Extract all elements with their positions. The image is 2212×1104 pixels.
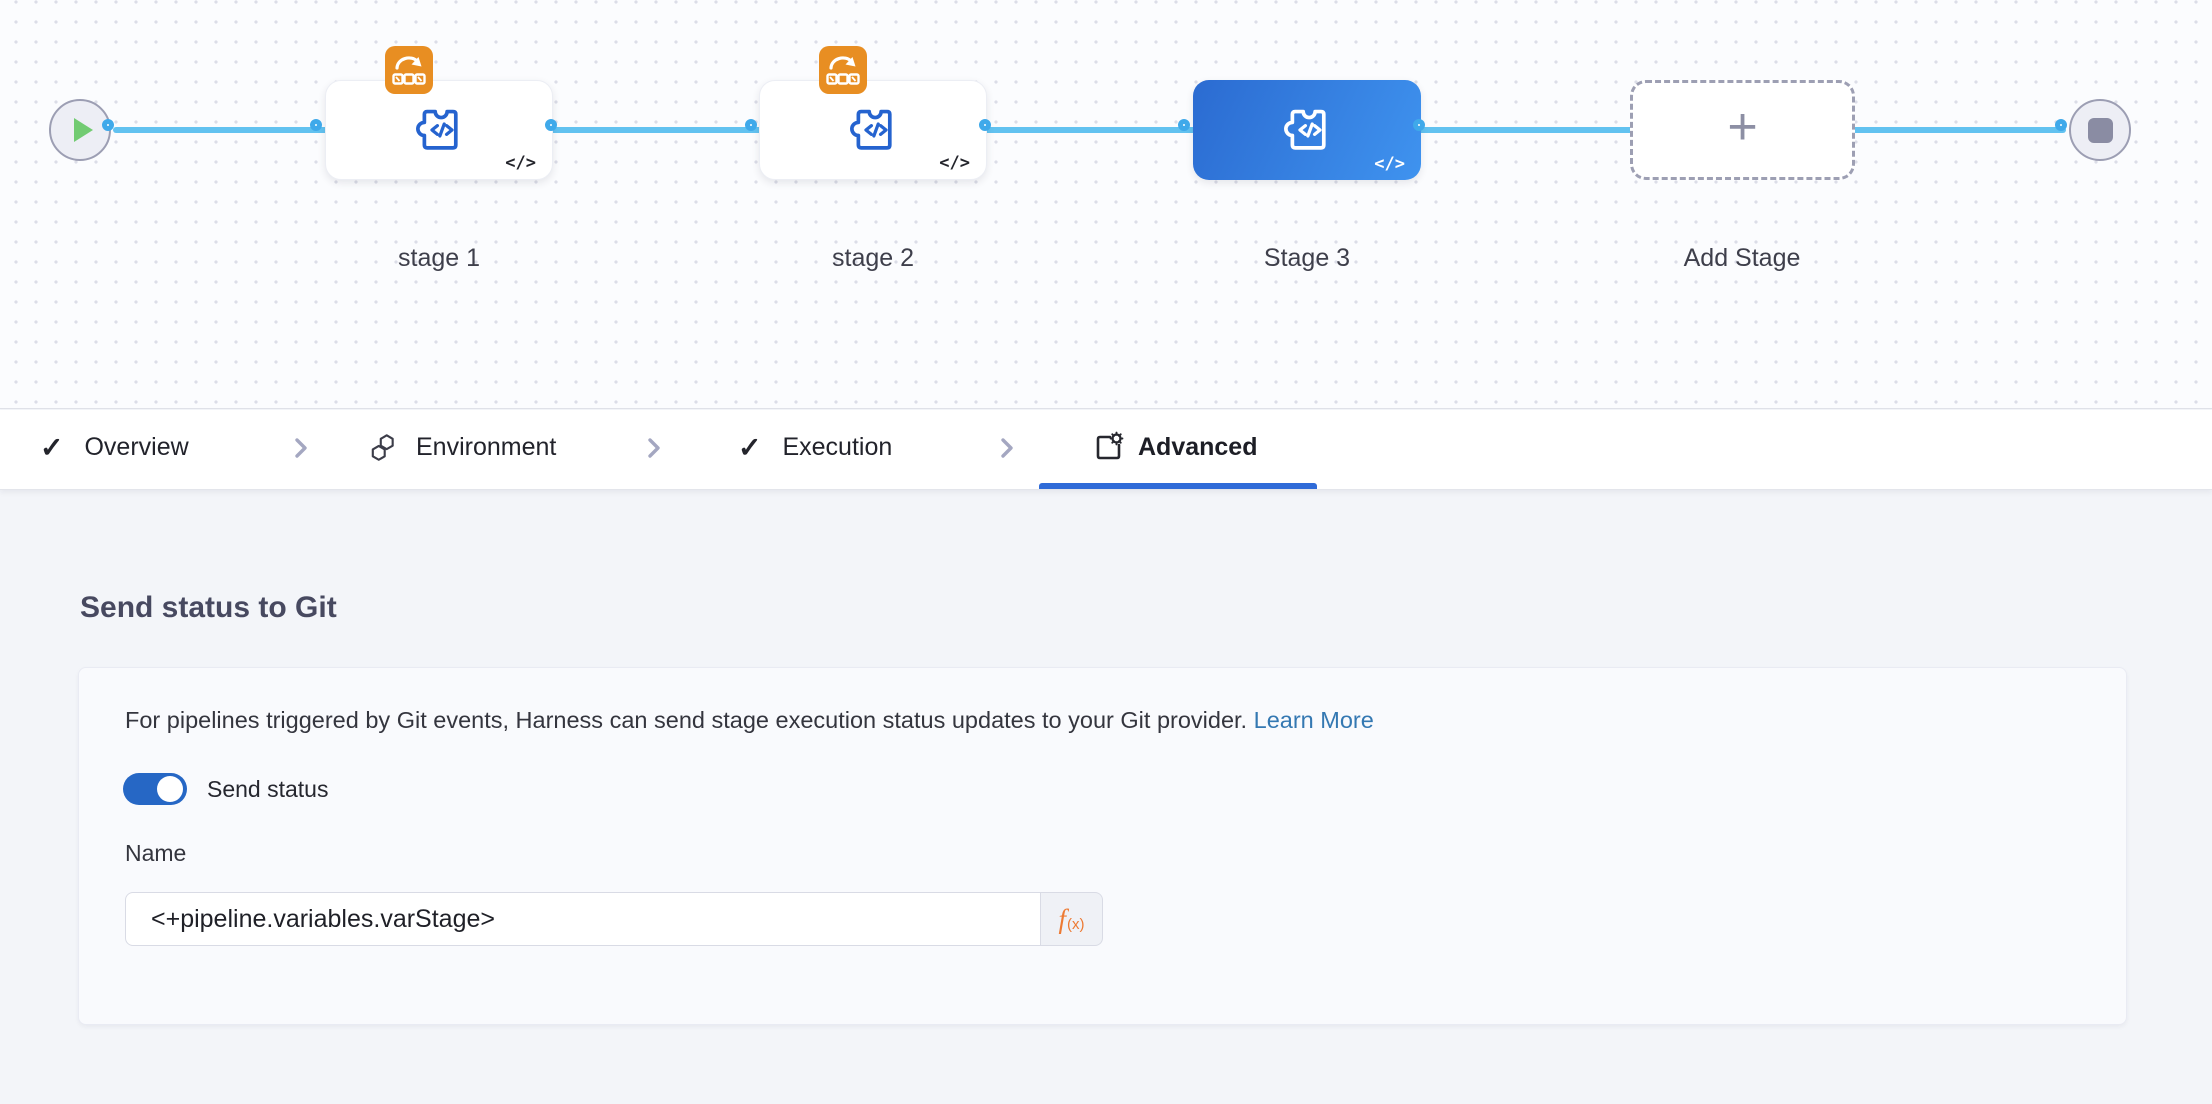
stage-card-stage-1[interactable]: </> xyxy=(325,80,553,180)
connector-dot[interactable] xyxy=(102,119,114,131)
chevron-right-icon xyxy=(295,438,307,458)
connector-dot[interactable] xyxy=(310,119,322,131)
stage-yaml-code-icon: </> xyxy=(1374,154,1405,174)
pipeline-connector-line xyxy=(113,127,2066,133)
active-tab-underline xyxy=(1039,483,1317,489)
stage-label: stage 1 xyxy=(397,244,481,272)
tab-label: Advanced xyxy=(1138,432,1258,461)
tab-label: Execution xyxy=(782,432,893,461)
connector-dot[interactable] xyxy=(1413,119,1425,131)
stage-label: stage 2 xyxy=(831,244,915,272)
connector-dot[interactable] xyxy=(545,119,557,131)
stop-icon xyxy=(2087,117,2113,143)
fx-icon-sub: (x) xyxy=(1067,915,1085,933)
connector-dot[interactable] xyxy=(979,119,991,131)
toggle-knob xyxy=(157,776,183,802)
learn-more-link[interactable]: Learn More xyxy=(1253,707,1374,733)
chevron-right-icon xyxy=(1001,438,1013,458)
add-stage-button[interactable]: + xyxy=(1630,80,1855,180)
expression-fx-button[interactable]: f (x) xyxy=(1041,892,1103,946)
send-status-toggle-row: Send status xyxy=(123,773,328,805)
toggle-label: Send status xyxy=(207,775,329,802)
rolling-deployment-badge-icon xyxy=(385,46,433,94)
custom-stage-puzzle-icon xyxy=(416,109,458,150)
custom-stage-puzzle-icon xyxy=(1284,109,1326,150)
stage-yaml-code-icon: </> xyxy=(505,153,536,173)
tab-label: Environment xyxy=(416,432,557,461)
panel-description: For pipelines triggered by Git events, H… xyxy=(125,707,1374,734)
pipeline-canvas[interactable]: </> </> </> xyxy=(0,0,2212,409)
connector-dot[interactable] xyxy=(2055,119,2067,131)
connector-dot[interactable] xyxy=(1178,119,1190,131)
custom-stage-puzzle-icon xyxy=(850,109,892,150)
chevron-right-icon xyxy=(648,438,660,458)
name-field-label: Name xyxy=(125,840,187,866)
tab-label: Overview xyxy=(84,432,189,461)
advanced-square-gear-icon xyxy=(1096,431,1124,460)
check-icon: ✓ xyxy=(40,431,64,463)
advanced-tab-content: Send status to Git For pipelines trigger… xyxy=(0,491,2212,1104)
connector-dot[interactable] xyxy=(745,119,757,131)
pipeline-start-node xyxy=(49,99,111,161)
tab-advanced[interactable]: Advanced xyxy=(1090,410,1257,484)
check-icon: ✓ xyxy=(738,431,762,463)
send-status-toggle[interactable] xyxy=(123,773,187,805)
hexagons-environment-icon xyxy=(371,434,394,461)
stage-card-stage-2[interactable]: </> xyxy=(759,80,987,180)
fx-icon: f xyxy=(1058,903,1066,934)
description-text: For pipelines triggered by Git events, H… xyxy=(125,707,1248,733)
stage-card-stage-3-selected[interactable]: </> xyxy=(1193,80,1421,180)
play-icon xyxy=(73,118,93,142)
rolling-deployment-badge-icon xyxy=(819,46,867,94)
name-input[interactable] xyxy=(125,892,1041,946)
stage-yaml-code-icon: </> xyxy=(939,153,970,173)
tab-overview[interactable]: ✓ Overview xyxy=(40,410,189,484)
pipeline-end-node xyxy=(2069,99,2131,161)
stage-label: Add Stage xyxy=(1683,244,1801,272)
tab-execution[interactable]: ✓ Execution xyxy=(738,410,892,484)
stage-label: Stage 3 xyxy=(1263,244,1351,272)
plus-icon: + xyxy=(1727,98,1758,156)
send-status-panel: For pipelines triggered by Git events, H… xyxy=(78,667,2127,1025)
tab-environment[interactable]: Environment xyxy=(366,410,556,484)
name-input-row: f (x) xyxy=(125,892,1103,946)
stage-config-tabbar: ✓ Overview Environment ✓ Execution Advan… xyxy=(0,410,2212,490)
section-title: Send status to Git xyxy=(80,591,337,624)
